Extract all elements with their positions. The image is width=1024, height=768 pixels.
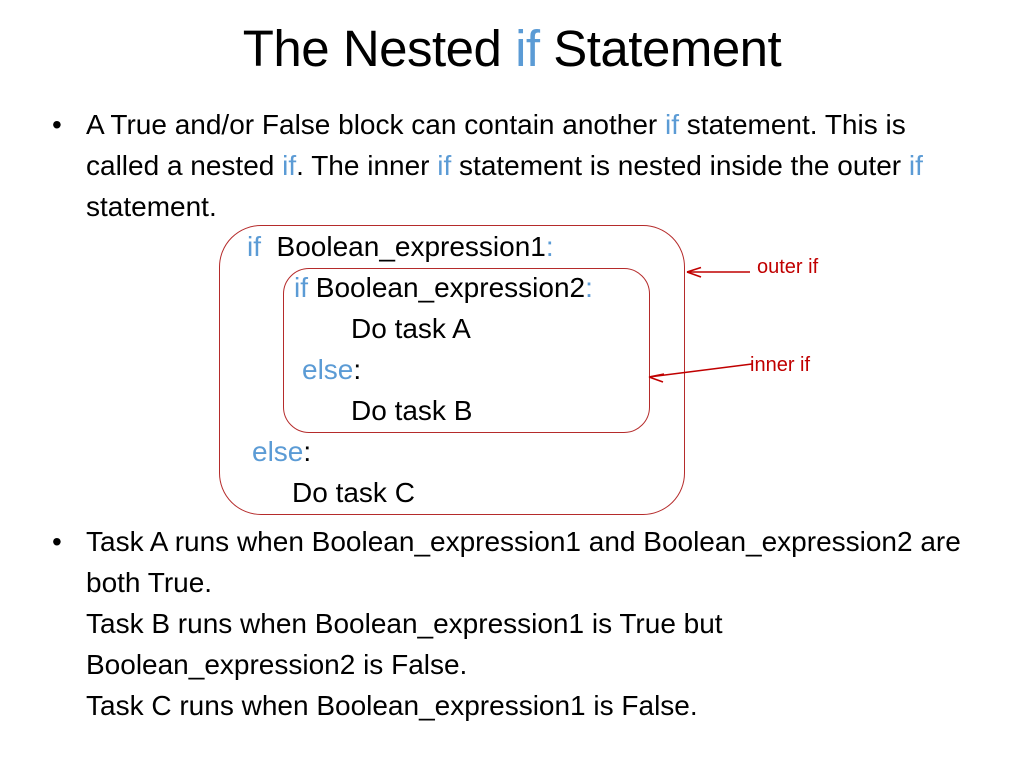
seg-5-keyword-if: if bbox=[437, 150, 452, 181]
seg-1-keyword-if: if bbox=[665, 109, 680, 140]
bullet-text-2-line-a: Task A runs when Boolean_expression1 and… bbox=[86, 526, 961, 598]
code-colon-outer-else: : bbox=[303, 436, 312, 467]
code-line-else-outer: else: bbox=[252, 431, 311, 472]
code-line-task-c: Do task C bbox=[292, 472, 415, 513]
title-part-keyword-if: if bbox=[515, 20, 540, 77]
seg-6: statement is nested inside the outer bbox=[451, 150, 909, 181]
bullet-text-2-line-c: Task C runs when Boolean_expression1 is … bbox=[86, 690, 698, 721]
code-colon-outer-if: : bbox=[545, 231, 554, 262]
keyword-else-inner: else bbox=[302, 354, 354, 385]
title-part-0: The Nested bbox=[242, 20, 516, 77]
bullet-list-item-1: • A True and/or False block can contain … bbox=[44, 104, 984, 227]
bullet-list-item-2: • Task A runs when Boolean_expression1 a… bbox=[44, 521, 984, 726]
code-text-task-b: Do task B bbox=[351, 395, 473, 426]
seg-7-keyword-if: if bbox=[908, 150, 923, 181]
code-line-if-outer: if Boolean_expression1: bbox=[247, 226, 554, 267]
code-text-task-c: Do task C bbox=[292, 477, 415, 508]
keyword-if-outer: if bbox=[247, 231, 261, 262]
seg-0: A True and/or False block can contain an… bbox=[86, 109, 666, 140]
title-part-2: Statement bbox=[539, 20, 782, 77]
seg-2: statement. This is called a nested bbox=[86, 109, 906, 181]
code-line-task-a: Do task A bbox=[351, 308, 471, 349]
code-line-else-inner: else: bbox=[302, 349, 361, 390]
inner-if-boundary-box bbox=[283, 268, 650, 433]
code-text-task-a: Do task A bbox=[351, 313, 471, 344]
seg-3-keyword-if: if bbox=[282, 150, 297, 181]
keyword-else-outer: else bbox=[252, 436, 304, 467]
bullet-marker-icon: • bbox=[52, 526, 62, 557]
code-text-expression2: Boolean_expression2 bbox=[308, 272, 586, 303]
bullet-row: • A True and/or False block can contain … bbox=[44, 104, 984, 227]
code-line-task-b: Do task B bbox=[351, 390, 472, 431]
page-title: The Nested if Statement bbox=[0, 18, 1024, 80]
bullet-marker-icon: • bbox=[52, 109, 62, 140]
code-colon-inner-if: : bbox=[585, 272, 593, 303]
keyword-if-inner: if bbox=[294, 272, 308, 303]
code-colon-inner-else: : bbox=[353, 354, 362, 385]
code-text-expression1: Boolean_expression1 bbox=[261, 231, 546, 262]
seg-4: . The inner bbox=[296, 150, 438, 181]
bullet-text-2-line-b: Task B runs when Boolean_expression1 is … bbox=[86, 608, 723, 680]
annotation-label-inner-if: inner if bbox=[750, 354, 811, 376]
annotation-label-outer-if: outer if bbox=[757, 256, 819, 278]
nested-if-code-diagram: if Boolean_expression1: if Boolean_expre… bbox=[0, 212, 1024, 515]
code-line-if-inner: if Boolean_expression2: bbox=[294, 267, 593, 308]
bullet-row: • Task A runs when Boolean_expression1 a… bbox=[44, 521, 984, 726]
seg-8: statement. bbox=[86, 191, 217, 222]
bullet-text-1: A True and/or False block can contain an… bbox=[86, 104, 984, 227]
